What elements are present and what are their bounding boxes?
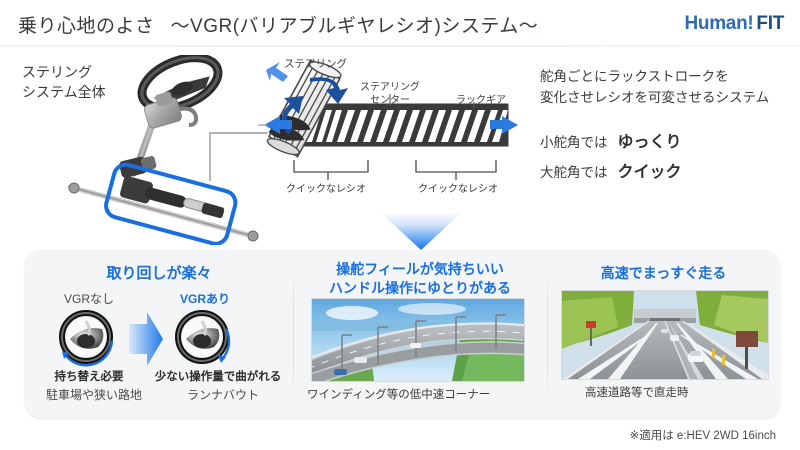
vgr-on-label: VGRあり [179, 292, 230, 306]
photo-highway [561, 290, 769, 380]
page-title-sub: 〜VGR(バリアブルギヤレシオ)システム〜 [170, 16, 539, 37]
large-angle-value: クイック [617, 164, 682, 181]
benefit-heading-line2: ハンドル操作にゆとりがある [329, 279, 511, 296]
down-arrow-icon [380, 212, 462, 250]
large-angle-label: 大舵角では [540, 165, 608, 180]
steering-system-label-line1: ステリング [22, 64, 92, 80]
angle-behavior-row: 小舵角では ゆっくり [540, 128, 682, 152]
caption-sub-vgr-on: ランナバウト [186, 388, 259, 402]
brand-logo-secondary: FIT [756, 13, 784, 34]
brand-logo: Human!FIT [684, 13, 784, 35]
slide-header: 乗り心地のよさ〜VGR(バリアブルギヤレシオ)システム〜 Human!FIT [0, 0, 800, 47]
benefit-column-maneuverability: 取り回しが楽々 VGRなし VGRあり [25, 250, 293, 418]
caption-bold-vgr-on: 少ない操作量で曲がれる [154, 371, 282, 383]
benefit-heading-steering-feel: 操舵フィールが気持ちいい ハンドル操作にゆとりがある [293, 260, 547, 298]
photo-caption-winding-road: ワインディング等の低中速コーナー [307, 389, 491, 401]
vgr-off-label: VGRなし [63, 292, 114, 306]
angle-behavior-row: 大舵角では クイック [540, 158, 682, 182]
label-steering-center-line1: ステアリング [360, 82, 420, 93]
steering-wheel-icon-vgr-off [50, 307, 128, 367]
benefit-heading-line1: 操舵フィールが気持ちいい [336, 261, 504, 277]
label-rack-gear: ラックギア [456, 95, 506, 106]
steering-system-label: ステリング システム全体 [22, 62, 106, 103]
description-block: 舵角ごとにラックストロークを 変化させレシオを可変させるシステム [540, 66, 790, 109]
description-line-1: 舵角ごとにラックストロークを [540, 69, 729, 84]
rack-gear-diagram: ステアリング ステアリング センター ラックギア クイックなレシオ クイックなレ… [244, 56, 518, 216]
steering-wheel-icon-vgr-on [166, 307, 244, 367]
page-title-main: 乗り心地のよさ [18, 16, 155, 37]
right-arrow-icon [129, 310, 163, 368]
caption-bold-vgr-off: 持ち替え必要 [54, 371, 124, 383]
label-steering-center: ステアリング センター [360, 82, 420, 107]
steering-system-label-line2: システム全体 [22, 84, 106, 101]
label-steering: ステアリング [284, 58, 347, 70]
brand-logo-primary: Human! [684, 13, 754, 34]
benefits-panel: 取り回しが楽々 VGRなし VGRあり [25, 250, 780, 418]
page-title: 乗り心地のよさ〜VGR(バリアブルギヤレシオ)システム〜 [18, 11, 538, 38]
label-ratio-right: クイックなレシオ [418, 184, 498, 195]
footnote-text: ※適用は e:HEV 2WD 16inch [629, 430, 776, 442]
panel-divider [547, 268, 548, 400]
small-angle-value: ゆっくり [617, 134, 682, 151]
photo-caption-highway: 高速道路等で直走時 [585, 387, 689, 399]
steering-assembly-illustration [60, 55, 270, 245]
benefit-column-steering-feel: 操舵フィールが気持ちいい ハンドル操作にゆとりがある [293, 250, 547, 418]
small-angle-label: 小舵角では [540, 135, 608, 150]
description-line-2: 変化させレシオを可変させるシステム [540, 90, 770, 106]
photo-winding-road [311, 298, 525, 382]
benefit-heading-maneuverability: 取り回しが楽々 [106, 265, 212, 282]
caption-sub-vgr-off: 駐車場や狭い路地 [45, 388, 142, 402]
label-ratio-left: クイックなレシオ [286, 184, 366, 195]
label-steering-center-line2: センター [370, 94, 410, 106]
header-divider [0, 45, 800, 47]
angle-behavior-list: 小舵角では ゆっくり 大舵角では クイック [540, 128, 682, 188]
benefit-heading-highway: 高速でまっすぐ走る [600, 265, 727, 281]
panel-divider [293, 268, 294, 400]
benefit-column-highway: 高速でまっすぐ走る [547, 250, 780, 418]
